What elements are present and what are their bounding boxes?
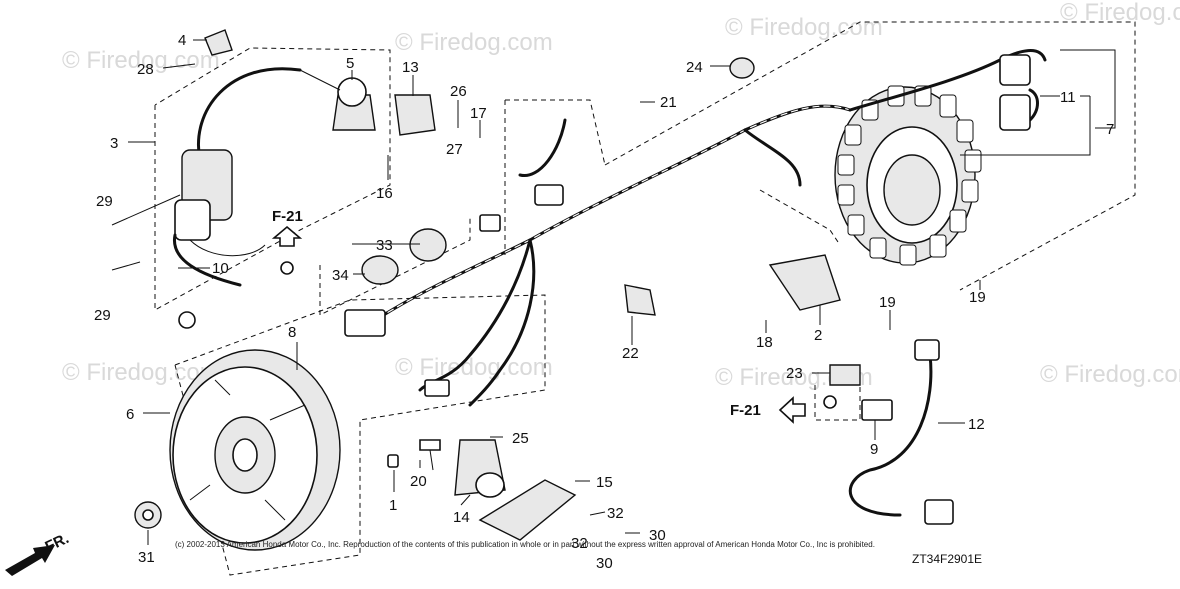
callout-3: 3 — [110, 135, 118, 152]
callout-1: 1 — [389, 497, 397, 514]
front-label: FR. — [43, 530, 72, 556]
callout-16: 16 — [376, 185, 393, 202]
callout-6: 6 — [126, 406, 134, 423]
copyright-notice: (c) 2002-2013 American Honda Motor Co., … — [175, 540, 875, 549]
callout-8: 8 — [288, 324, 296, 341]
callout-20: 20 — [410, 473, 427, 490]
callout-2: 2 — [814, 327, 822, 344]
watermark: © Firedog.com — [395, 354, 553, 381]
watermark: © Firedog.com — [62, 47, 220, 74]
harness-group-outline — [505, 99, 606, 166]
callout-34: 34 — [332, 267, 349, 284]
callout-18: 18 — [756, 334, 773, 351]
callout-24: 24 — [686, 59, 703, 76]
flywheel — [169, 349, 341, 551]
ignition-coil — [172, 67, 302, 287]
callout-4: 4 — [178, 32, 186, 49]
callout-10: 10 — [212, 260, 229, 277]
callout-28: 28 — [137, 61, 154, 78]
callout-13: 13 — [402, 59, 419, 76]
callout-30: 30 — [649, 527, 666, 544]
plug-cap — [299, 69, 376, 131]
callout-23: 23 — [786, 365, 803, 382]
callout-21: 21 — [660, 94, 677, 111]
diagram-code: ZT34F2901E — [912, 552, 982, 566]
terminal-outline — [814, 385, 861, 421]
callout-32: 32 — [607, 505, 624, 522]
wire-harness — [344, 49, 1047, 407]
stator-group-outline — [604, 21, 1136, 291]
figure-ref-top: F-21 — [271, 208, 303, 247]
ignition-group-outline — [154, 47, 391, 311]
group-outlines — [154, 21, 1136, 576]
callout-7: 7 — [1106, 121, 1114, 138]
callout-19: 19 — [969, 289, 986, 306]
callout-17: 17 — [470, 105, 487, 122]
watermark: © Firedog.com — [1040, 361, 1180, 388]
front-arrow: FR. — [5, 530, 72, 576]
watermark: © Firedog.com — [725, 14, 883, 41]
bracket-outline — [759, 189, 841, 246]
stator — [834, 85, 982, 266]
small-parts — [134, 29, 954, 541]
callout-11: 11 — [1060, 89, 1076, 106]
callout-5: 5 — [346, 55, 354, 72]
callout-33: 33 — [376, 237, 393, 254]
callout-12: 12 — [968, 416, 985, 433]
callout-26: 26 — [450, 83, 467, 100]
figure-ref-right: F-21 — [730, 396, 806, 424]
watermark: © Firedog.com — [395, 29, 553, 56]
watermarks: © Firedog.com © Firedog.com © Firedog.co… — [62, 0, 1180, 391]
callout-9: 9 — [870, 441, 878, 458]
callout-31: 31 — [138, 549, 155, 566]
callout-29: 29 — [94, 307, 111, 324]
callouts: 4 28 5 3 29 10 29 13 26 17 27 16 33 34 2… — [94, 32, 1114, 572]
flywheel-group-outline — [174, 294, 546, 576]
figure-ref-label: F-21 — [272, 208, 303, 225]
callout-32: 32 — [571, 535, 588, 552]
callout-14: 14 — [453, 509, 470, 526]
callout-30: 30 — [596, 555, 613, 572]
callout-22: 22 — [622, 345, 639, 362]
callout-27: 27 — [446, 141, 463, 158]
callout-19: 19 — [879, 294, 896, 311]
callout-25: 25 — [512, 430, 529, 447]
figure-ref-label: F-21 — [730, 402, 761, 419]
leader-lines — [111, 39, 1116, 545]
callout-29: 29 — [96, 193, 113, 210]
callout-15: 15 — [596, 474, 613, 491]
